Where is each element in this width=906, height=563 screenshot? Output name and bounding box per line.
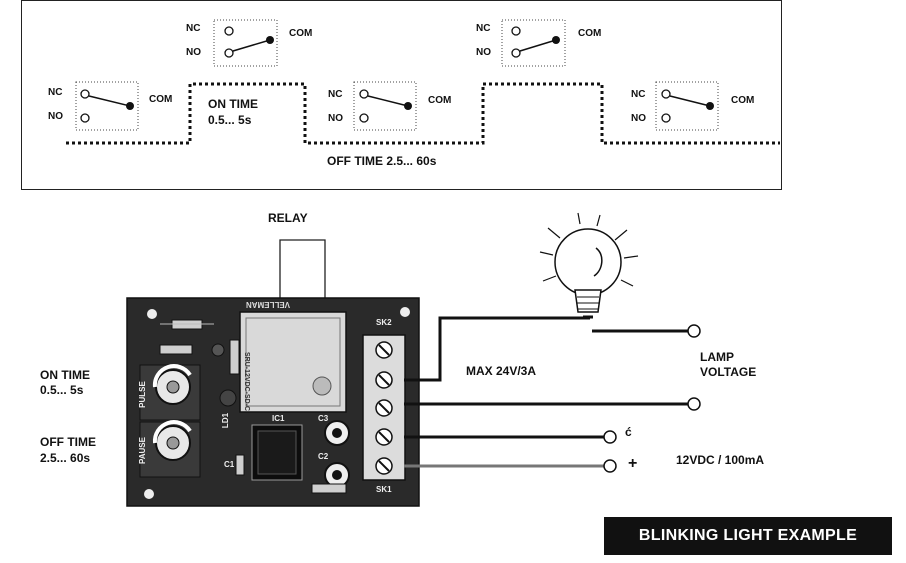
minus-label: ć [625,425,632,439]
left-on-range: 0.5... 5s [40,383,84,397]
switch-symbol-2 [224,26,274,58]
lamp-voltage-line2: VOLTAGE [700,365,757,379]
max-rating-label: MAX 24V/3A [466,364,537,378]
led [219,389,237,407]
switch4-no-label: NO [476,47,491,58]
relay-label: RELAY [268,211,308,225]
switch3-nc-label: NC [328,89,343,100]
ic-label: IC1 [272,414,285,423]
pot-pulse [139,364,201,421]
c2-label: C2 [318,452,329,461]
relay-marking: SRU-12VDC-SD-C [243,352,250,412]
timing-waveform [66,82,780,145]
wire-com-to-lamp [404,316,590,382]
pot-pause [139,420,201,478]
board-brand: VELLEMAN [246,300,290,309]
timing-diagram-box [21,0,782,190]
switch-symbol-3 [359,89,412,123]
switch-symbol-4 [511,26,560,58]
plus-label: + [628,455,638,472]
switch4-nc-label: NC [476,23,491,34]
switch-symbol-1 [80,89,134,123]
switch1-nc-label: NC [48,87,63,98]
terminal-minus [603,430,617,444]
c3-label: C3 [318,414,329,423]
switch1-no-label: NO [48,111,63,122]
title-badge: BLINKING LIGHT EXAMPLE [604,517,892,555]
left-off-range: 2.5... 60s [40,451,91,465]
switch5-nc-label: NC [631,89,646,100]
pot-pulse-label: PULSE [137,381,147,408]
left-off-time: OFF TIME [40,435,96,449]
switch1-com-label: COM [149,94,173,105]
lamp-icon [539,212,639,319]
pot-pause-label: PAUSE [137,437,147,464]
sk2-label: SK2 [376,318,392,327]
sk1-label: SK1 [376,485,392,494]
terminal-plus [603,459,617,473]
on-time-range: 0.5... 5s [208,113,252,127]
switch5-com-label: COM [731,95,755,106]
switch-symbol-5 [661,89,714,123]
terminal-lamp [687,324,701,338]
pcb-board [126,297,420,507]
switch2-no-label: NO [186,47,201,58]
supply-label: 12VDC / 100mA [676,453,765,467]
off-time-label: OFF TIME 2.5... 60s [327,154,437,168]
switch4-com-label: COM [578,28,602,39]
switch3-com-label: COM [428,95,452,106]
left-on-time: ON TIME [40,368,90,382]
switch3-no-label: NO [328,113,343,124]
led-label: LD1 [221,412,231,429]
c1-label: C1 [224,460,235,469]
switch5-no-label: NO [631,113,646,124]
on-time-title: ON TIME [208,97,258,111]
relay-body [239,311,347,413]
lamp-voltage-line1: LAMP [700,350,734,364]
switch2-com-label: COM [289,28,313,39]
terminal-voltage [687,397,701,411]
switch2-nc-label: NC [186,23,201,34]
